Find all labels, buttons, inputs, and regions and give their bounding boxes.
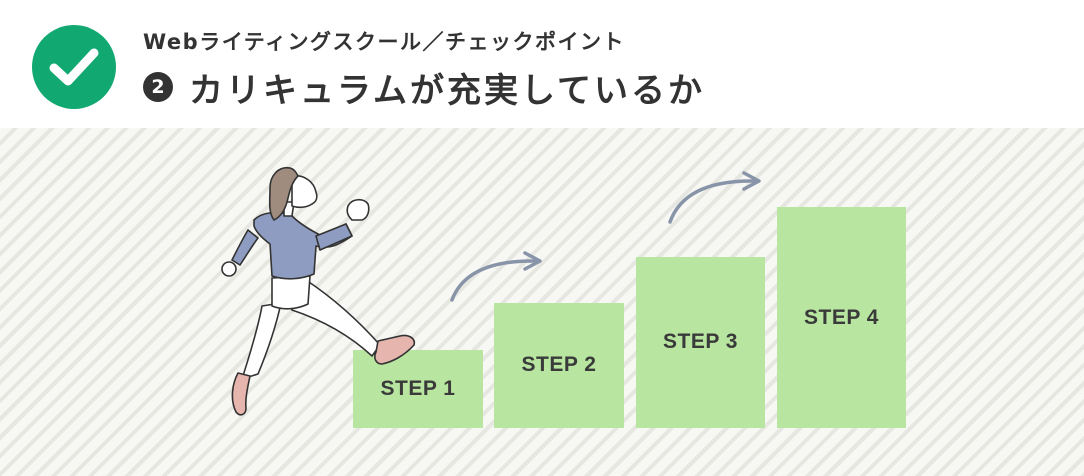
- illustration-area: STEP 1 STEP 2 STEP 3 STEP 4: [0, 128, 1084, 476]
- step-4-label: STEP 4: [804, 306, 879, 329]
- step-4-block: STEP 4: [777, 207, 906, 428]
- step-2-block: STEP 2: [494, 303, 624, 428]
- check-badge: [32, 25, 116, 109]
- check-icon: [49, 48, 99, 86]
- step-2-label: STEP 2: [521, 353, 597, 376]
- step-3-label: STEP 3: [663, 330, 738, 353]
- step-1-label: STEP 1: [380, 377, 456, 400]
- step-1-block: STEP 1: [353, 350, 483, 428]
- number-badge: 2: [143, 72, 173, 102]
- step-3-block: STEP 3: [636, 257, 765, 428]
- arrow-icon: [668, 171, 761, 224]
- title-row: 2 カリキュラムが充実しているか: [143, 64, 705, 111]
- page-title: カリキュラムが充実しているか: [189, 70, 705, 111]
- arrow-icon: [450, 251, 542, 302]
- header: Webライティングスクール／チェックポイント 2 カリキュラムが充実しているか: [0, 0, 1084, 128]
- header-subtitle: Webライティングスクール／チェックポイント: [143, 30, 626, 54]
